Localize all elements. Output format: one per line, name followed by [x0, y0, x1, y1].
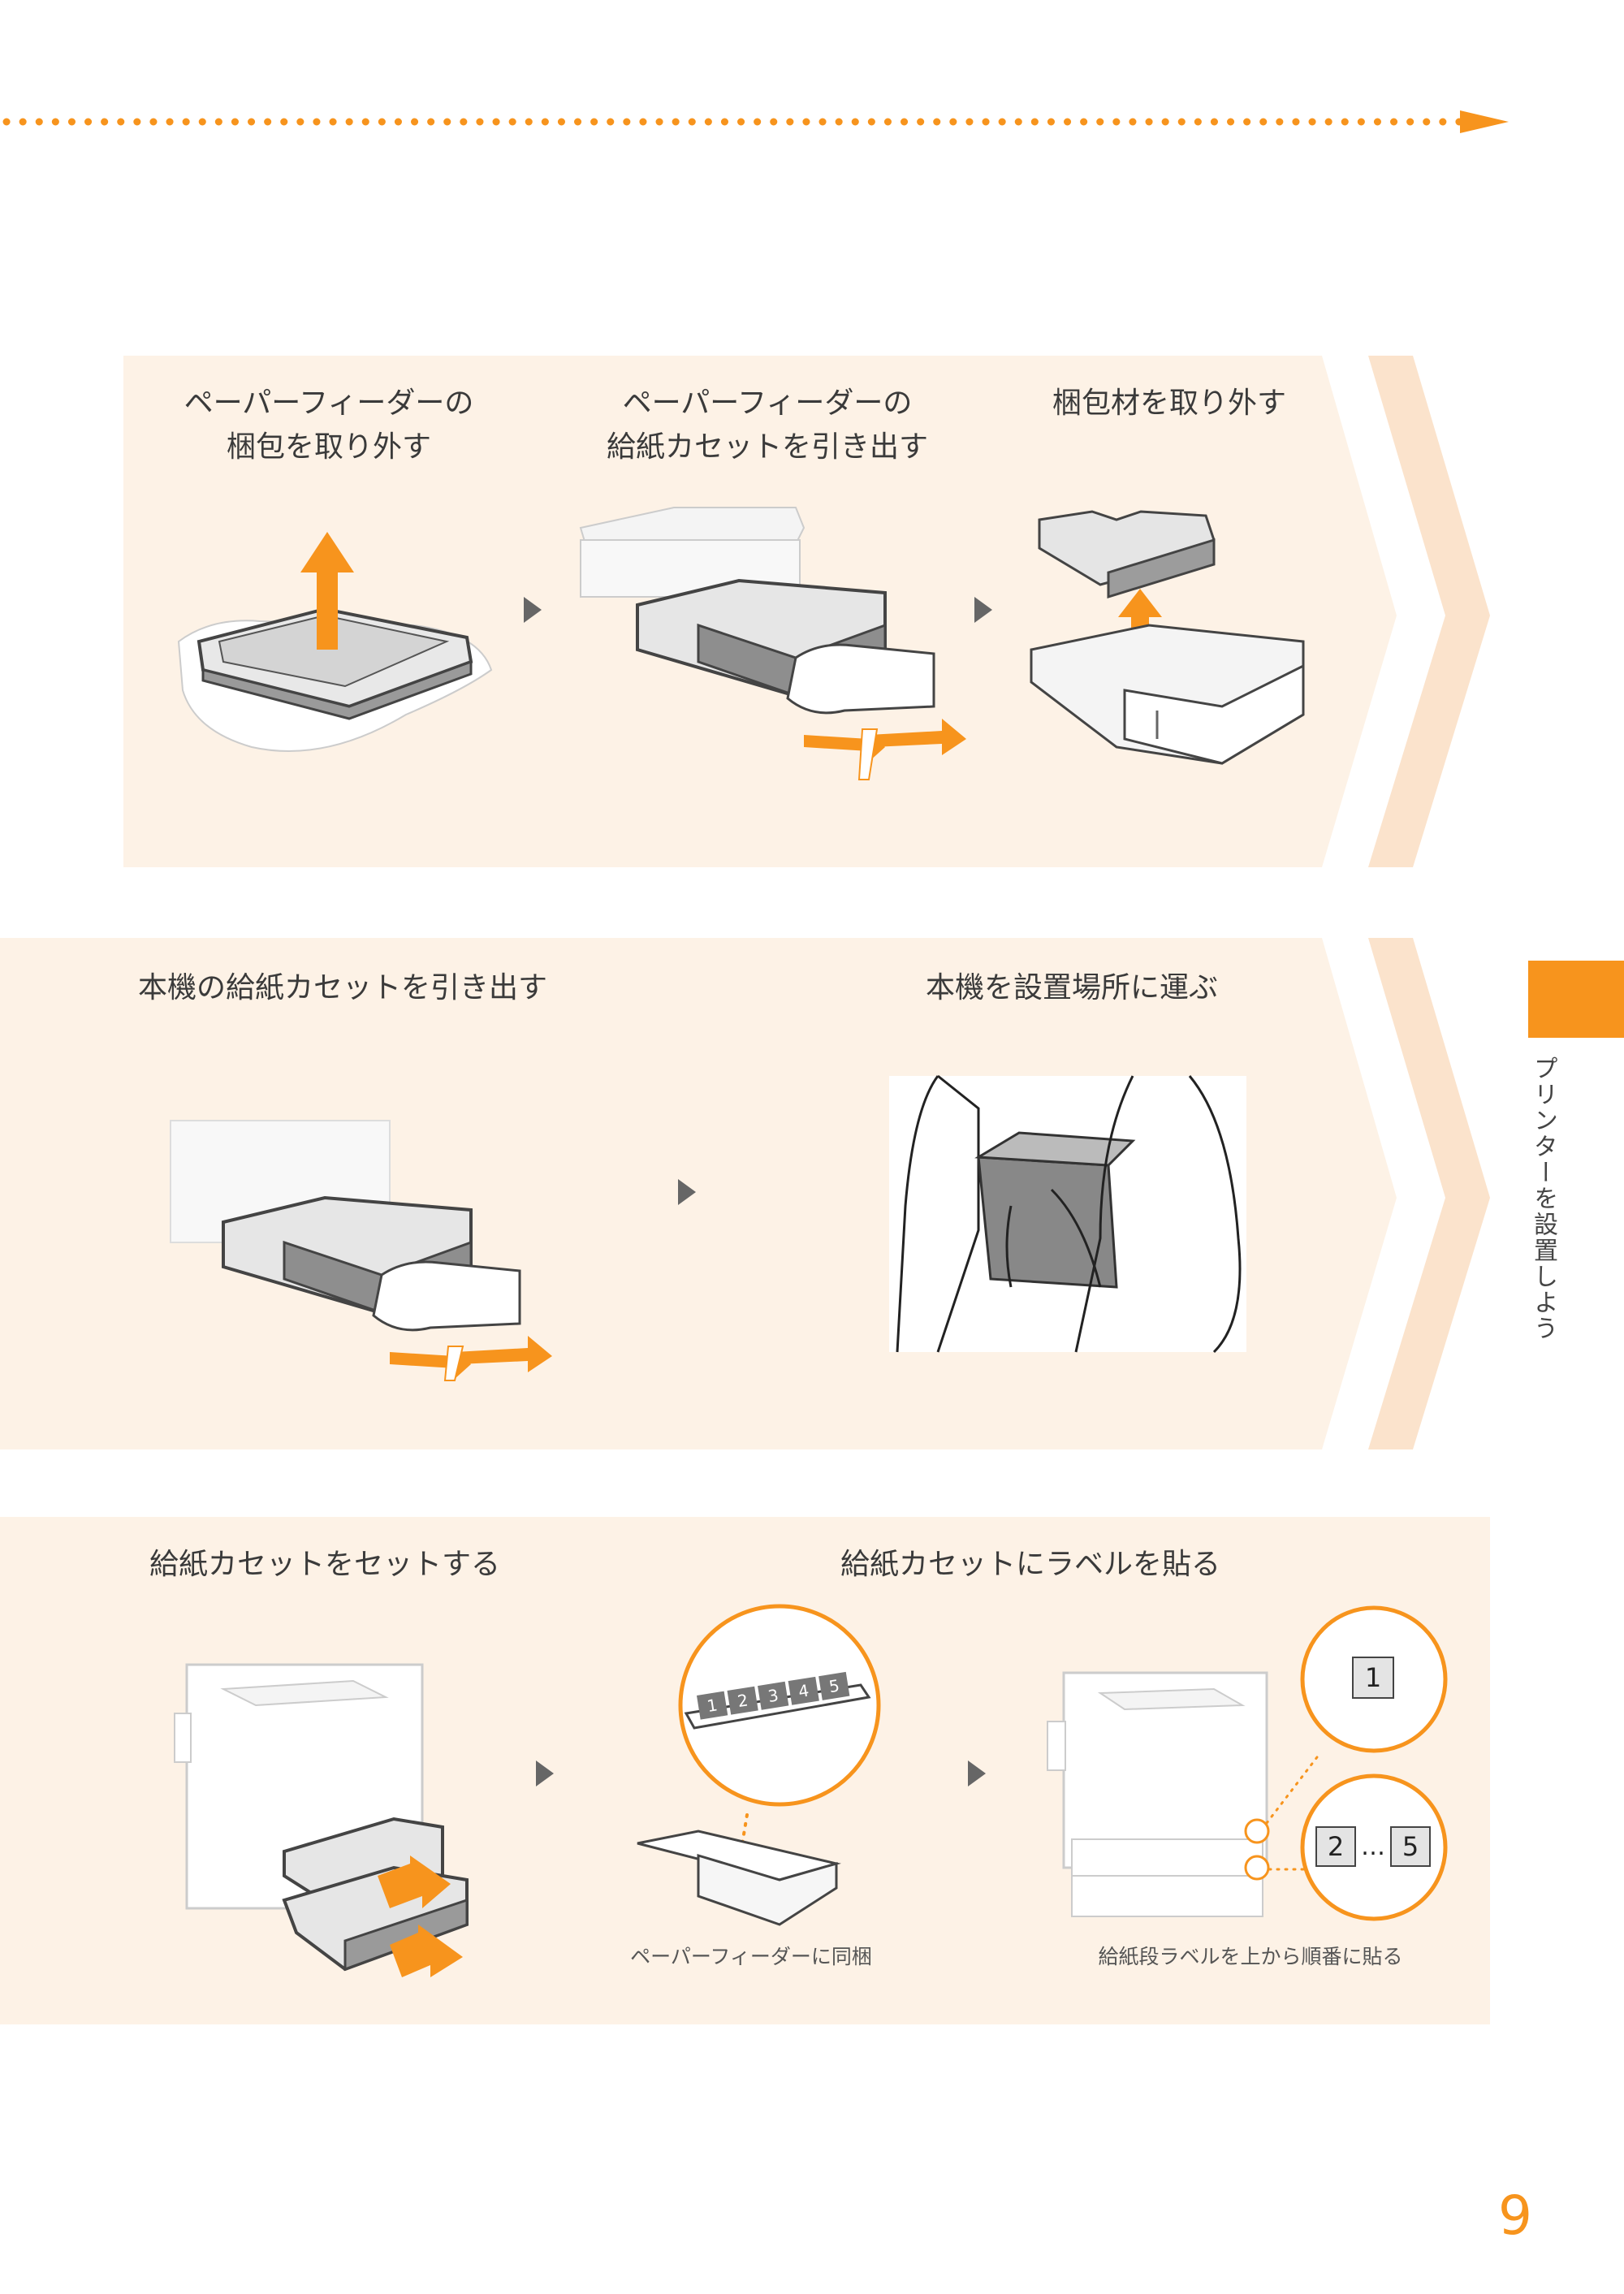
label-1: 1: [697, 1691, 728, 1720]
next-arrow-icon: [678, 1179, 696, 1205]
next-arrow-icon: [968, 1760, 986, 1786]
label-range-end: 5: [1390, 1826, 1431, 1867]
row1-step1-line1: ペーパーフィーダーの: [184, 387, 474, 420]
row1-step1-title: ペーパーフィーダーの 梱包を取り外す: [179, 382, 479, 469]
label-1-tag: 1: [1352, 1657, 1394, 1699]
row2-step2-title: 本機を設置場所に運ぶ: [925, 971, 1218, 1004]
label-4: 4: [788, 1676, 819, 1705]
row3-step2-title: 給紙カセットにラベルを貼る: [840, 1548, 1221, 1581]
row1-step1-line2: 梱包を取り外す: [226, 430, 431, 464]
feeder-unpacking-illustration: [177, 532, 493, 752]
row1-step3-title: 梱包材を取り外す: [1031, 382, 1307, 426]
caption-label-order: 給紙段ラベルを上から順番に貼る: [1098, 1945, 1403, 1968]
cassette-insert-illustration: [174, 1663, 469, 1977]
row1-step2-title: ペーパーフィーダーの 給紙カセットを引き出す: [605, 382, 930, 469]
label-range-separator: …: [1361, 1832, 1385, 1861]
label-5: 5: [818, 1671, 850, 1700]
accessory-box-illustration: [637, 1813, 841, 1926]
label-range-start: 2: [1315, 1826, 1356, 1867]
label-2: 2: [727, 1686, 758, 1715]
chapter-title: プリンターを設置しよう: [1529, 1056, 1557, 1341]
dotted-progress-arrow: [2, 110, 1509, 133]
next-arrow-icon: [524, 597, 542, 623]
row1-step2-line1: ペーパーフィーダーの: [622, 387, 913, 420]
row1-step2-line2: 給紙カセットを引き出す: [606, 430, 928, 464]
label-range: 2 … 5: [1315, 1826, 1437, 1867]
caption-bundled: ペーパーフィーダーに同梱: [630, 1945, 872, 1968]
main-cassette-pull-illustration: [170, 1120, 552, 1381]
packing-removal-illustration: [1030, 510, 1305, 765]
page-number: 9: [1498, 2184, 1532, 2247]
row2-step1-title: 本機の給紙カセットを引き出す: [138, 971, 548, 1004]
labeled-printer-illustration: [1047, 1671, 1321, 1917]
label-3: 3: [758, 1681, 789, 1710]
chapter-tab: [1528, 961, 1624, 1038]
carrying-printer-illustration: [889, 1074, 1246, 1354]
feeder-cassette-pull-illustration: [579, 507, 966, 780]
next-arrow-icon: [974, 597, 992, 623]
label-range-zoom-circle: [1300, 1773, 1448, 1921]
row3-step1-title: 給紙カセットをセットする: [149, 1548, 500, 1581]
row1-step3-line1: 梱包材を取り外す: [1052, 387, 1286, 420]
next-arrow-icon: [536, 1760, 554, 1786]
